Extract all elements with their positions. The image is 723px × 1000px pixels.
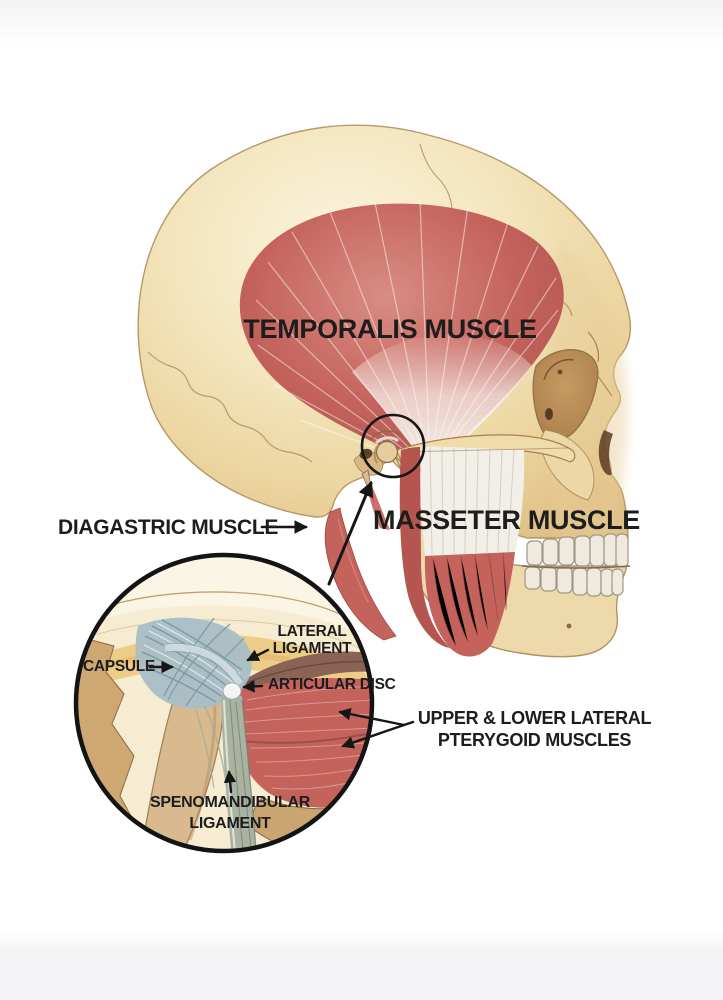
inset-articular-disc — [222, 682, 242, 700]
capsule-label: CAPSULE — [83, 658, 155, 675]
aponeurosis-fibers — [429, 446, 515, 556]
arch-shadow-line — [401, 447, 569, 453]
articular-disc-arrow — [242, 680, 264, 693]
pterygoid-label-line2: PTERYGOID MUSCLES — [437, 730, 632, 750]
teeth-upper — [526, 533, 629, 568]
inset-suture-arc2 — [79, 619, 372, 656]
tmj-magnifier-circle — [360, 413, 426, 479]
pterygoid-label: UPPER & LOWER LATERAL PTERYGOID MUSCLES — [412, 707, 657, 751]
inset-to-tmj-arrow — [327, 480, 374, 586]
digastric-muscle — [324, 507, 397, 641]
teeth-lower — [524, 566, 624, 597]
inset-lateral-ligament — [164, 642, 244, 689]
annotations — [148, 413, 426, 794]
pterygoid-arrow-lower — [341, 723, 406, 749]
temporalis-label: TEMPORALIS MUSCLE — [243, 314, 537, 344]
bottom-gradient-band — [0, 932, 723, 1000]
temporalis-tendon-fan — [352, 334, 532, 470]
digastric-label: DIAGASTRIC MUSCLE — [58, 516, 279, 539]
nasal-ridge — [592, 369, 613, 397]
skull-group — [137, 124, 632, 658]
teeth-seam — [521, 565, 631, 569]
sphenomandibular-label-line1: SPENOMANDIBULAR — [150, 794, 310, 811]
inset-circle-outline — [73, 552, 375, 854]
top-gradient-band — [0, 0, 723, 44]
inset-muscle-divider — [232, 731, 372, 744]
brow-line — [587, 331, 600, 363]
sphenomandibular-label: SPENOMANDIBULAR LIGAMENT — [135, 792, 325, 834]
stylohyoid-muscle — [368, 486, 390, 530]
inset-band-edge — [242, 660, 372, 685]
pterygoid-arrow-upper — [338, 707, 406, 727]
sphenomandibular-label-line2: LIGAMENT — [189, 815, 271, 832]
masseter-fibers — [432, 552, 507, 647]
eye-orbit — [532, 349, 599, 441]
masseter-deep-band — [399, 447, 450, 648]
pterygoid-arrow-stub — [402, 720, 415, 727]
lateral-ligament-label: LATERAL LIGAMENT — [262, 623, 362, 657]
lateral-ligament-label-line2: LIGAMENT — [272, 640, 352, 657]
lateral-ligament-arrow — [246, 648, 270, 662]
chin-dimple — [566, 623, 572, 629]
digastric-streak — [337, 517, 369, 603]
masseter-muscle — [399, 446, 569, 657]
sphenomandibular-arrow — [223, 770, 237, 794]
pterygoid-label-line1: UPPER & LOWER LATERAL — [417, 708, 652, 728]
lateral-ligament-label-line1: LATERAL — [277, 623, 347, 640]
articular-disc-label: ARTICULAR DISC — [268, 676, 396, 693]
nasal-aperture — [598, 430, 613, 476]
tmj-condyle — [369, 430, 403, 464]
masseter-label: MASSETER MUSCLE — [373, 505, 641, 535]
inset-capsule — [135, 617, 252, 789]
inset-suture-arc — [95, 591, 361, 626]
masseter-aponeurosis — [420, 446, 525, 556]
